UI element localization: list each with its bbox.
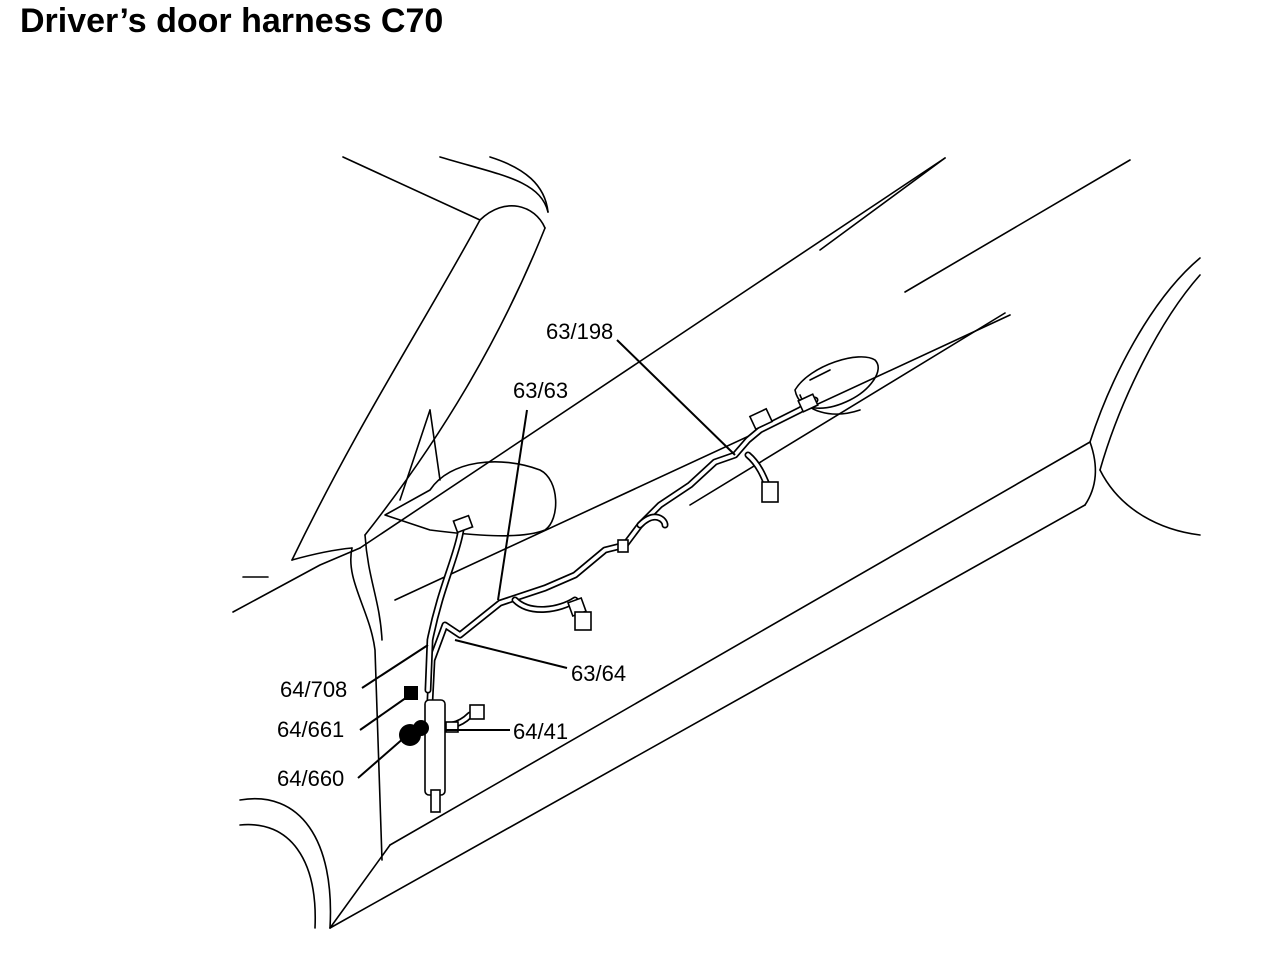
callout-64-660: 64/660 [277,766,344,791]
callout-63-64: 63/64 [571,661,626,686]
car-body-outline [232,156,1201,929]
harness-connectors [399,393,819,813]
callout-labels: 63/198 63/63 63/64 64/708 64/661 64/41 6… [277,319,626,791]
callout-64-41: 64/41 [513,719,568,744]
callout-63-198: 63/198 [546,319,613,344]
callout-64-708: 64/708 [280,677,347,702]
callout-64-661: 64/661 [277,717,344,742]
callout-leaders [357,339,736,779]
callout-63-63: 63/63 [513,378,568,403]
page-title: Driver’s door harness C70 [20,2,444,40]
